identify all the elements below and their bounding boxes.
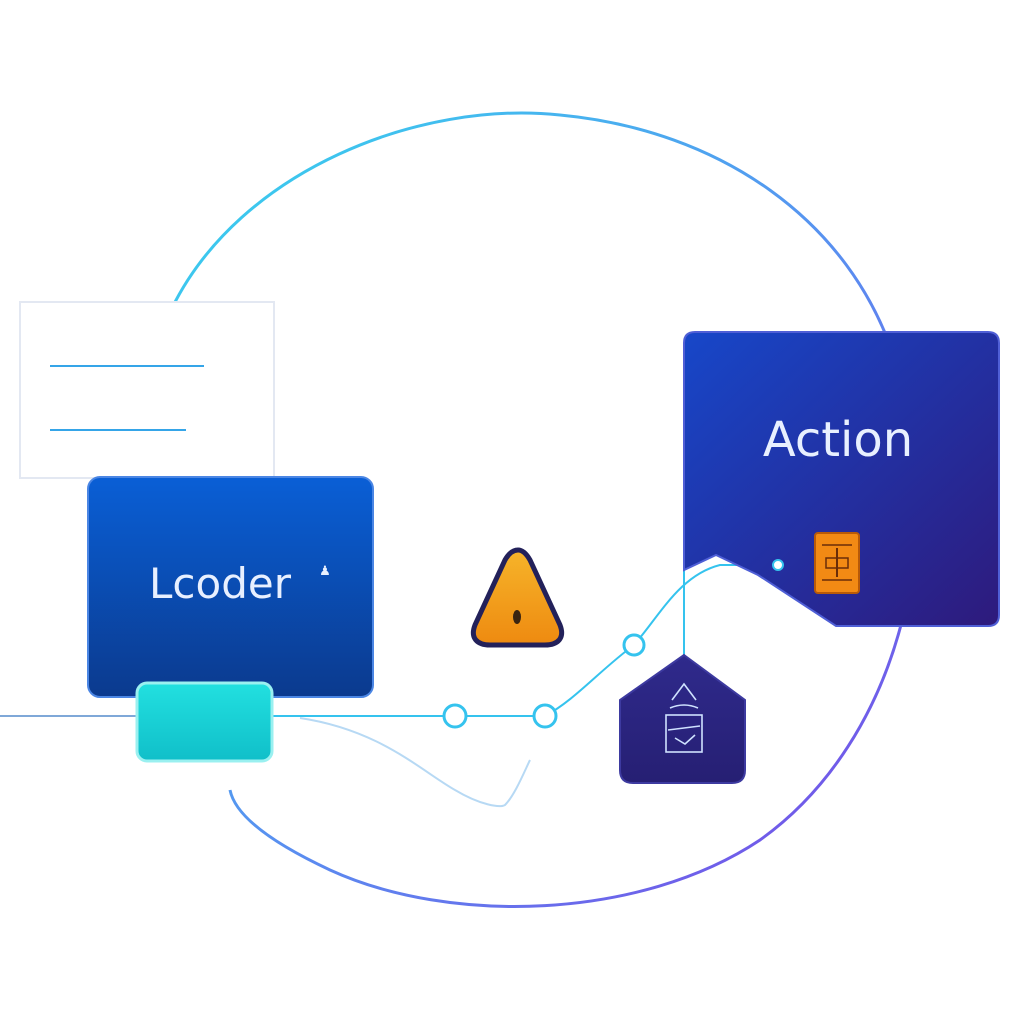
hex-node[interactable] <box>619 653 746 784</box>
gear-badge-icon[interactable] <box>814 532 860 594</box>
action-node[interactable]: Action <box>683 331 1000 627</box>
connector-curve <box>299 717 531 808</box>
loader-node-mark: ♟ <box>319 564 331 579</box>
warning-icon[interactable] <box>470 547 565 648</box>
document-card <box>19 301 275 479</box>
action-node-label: Action <box>763 412 913 468</box>
junction-dot <box>772 559 784 571</box>
loader-node-label: Lcoder <box>149 559 292 608</box>
glass-icon <box>665 682 703 753</box>
loader-node[interactable]: Lcoder ♟ <box>87 476 374 698</box>
connector-node[interactable] <box>532 703 558 729</box>
connector-node[interactable] <box>442 703 468 729</box>
connector-node[interactable] <box>622 633 646 657</box>
port-node[interactable] <box>135 681 274 763</box>
